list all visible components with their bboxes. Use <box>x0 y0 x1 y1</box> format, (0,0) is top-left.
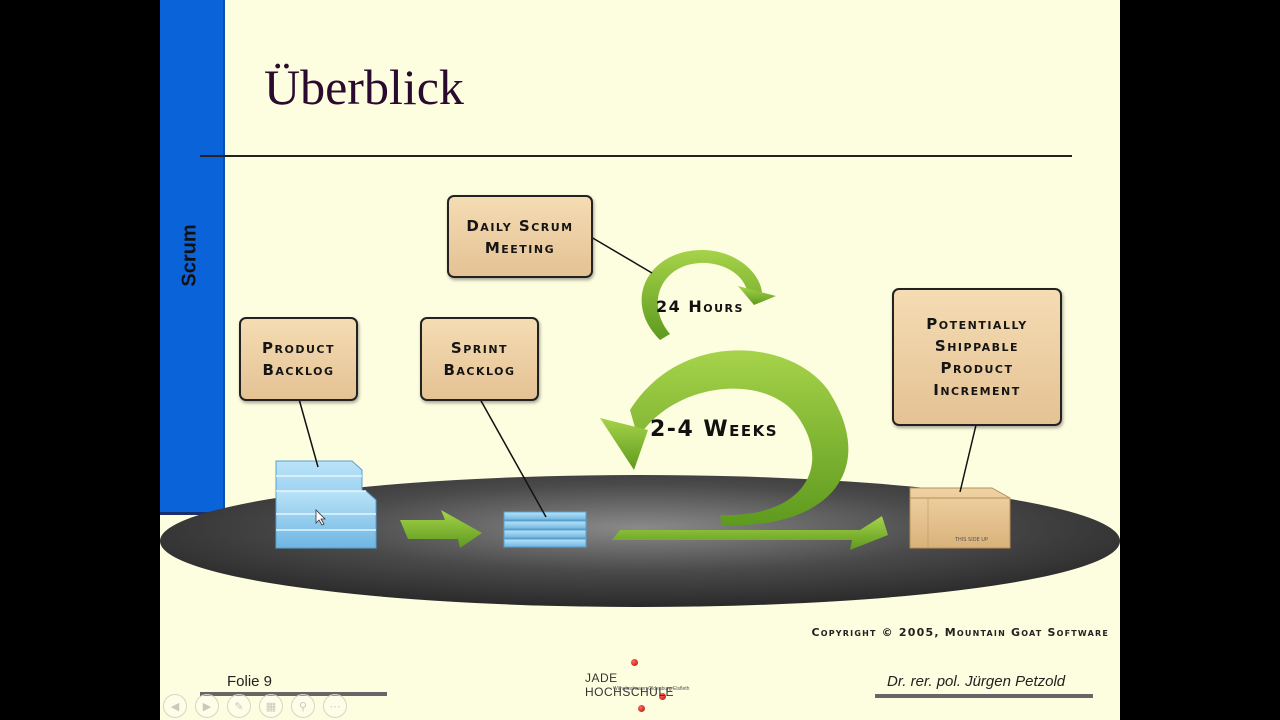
back-icon[interactable]: ◀ <box>163 694 187 718</box>
callout-sprint-backlog: Sprint Backlog <box>420 317 539 401</box>
sprint-cycle-arrow <box>600 249 888 550</box>
flow-arrow-1 <box>400 510 482 548</box>
scrum-diagram <box>160 236 1120 607</box>
slide-nav-toolbar: ◀ ▶ ✎ ▦ ⚲ ⋯ <box>163 694 347 718</box>
sidebar-bar <box>160 0 225 515</box>
shipping-crate <box>909 487 1011 549</box>
slide: Scrum Überblick <box>160 0 1120 720</box>
copyright-text: Copyright © 2005, Mountain Goat Software <box>811 626 1109 639</box>
slide-title: Überblick <box>264 59 464 115</box>
title-rule <box>200 155 1072 157</box>
sprint-backlog-stack <box>503 511 587 548</box>
footer-line-left <box>200 692 387 696</box>
forward-icon[interactable]: ▶ <box>195 694 219 718</box>
callout-daily-scrum: Daily Scrum Meeting <box>447 195 593 278</box>
callout-product-backlog: Product Backlog <box>239 317 358 401</box>
callout-increment: Potentially Shippable Product Increment <box>892 288 1062 426</box>
pen-icon[interactable]: ✎ <box>227 694 251 718</box>
label-24-hours: 24 Hours <box>656 297 744 316</box>
author-name: Dr. rer. pol. Jürgen Petzold <box>887 673 1066 690</box>
product-backlog-stack <box>275 460 377 549</box>
platform <box>160 475 1120 607</box>
slides-icon[interactable]: ▦ <box>259 694 283 718</box>
zoom-icon[interactable]: ⚲ <box>291 694 315 718</box>
mouse-cursor <box>315 509 326 526</box>
slide-number: Folie 9 <box>227 673 273 690</box>
crate-label: THIS SIDE UP <box>955 537 988 543</box>
label-2-4-weeks: 2-4 Weeks <box>650 417 779 442</box>
more-icon[interactable]: ⋯ <box>323 694 347 718</box>
jade-logo: JADE HOCHSCHULE Wilhelmshaven Oldenburg … <box>585 656 705 716</box>
footer-line-right <box>875 694 1093 698</box>
